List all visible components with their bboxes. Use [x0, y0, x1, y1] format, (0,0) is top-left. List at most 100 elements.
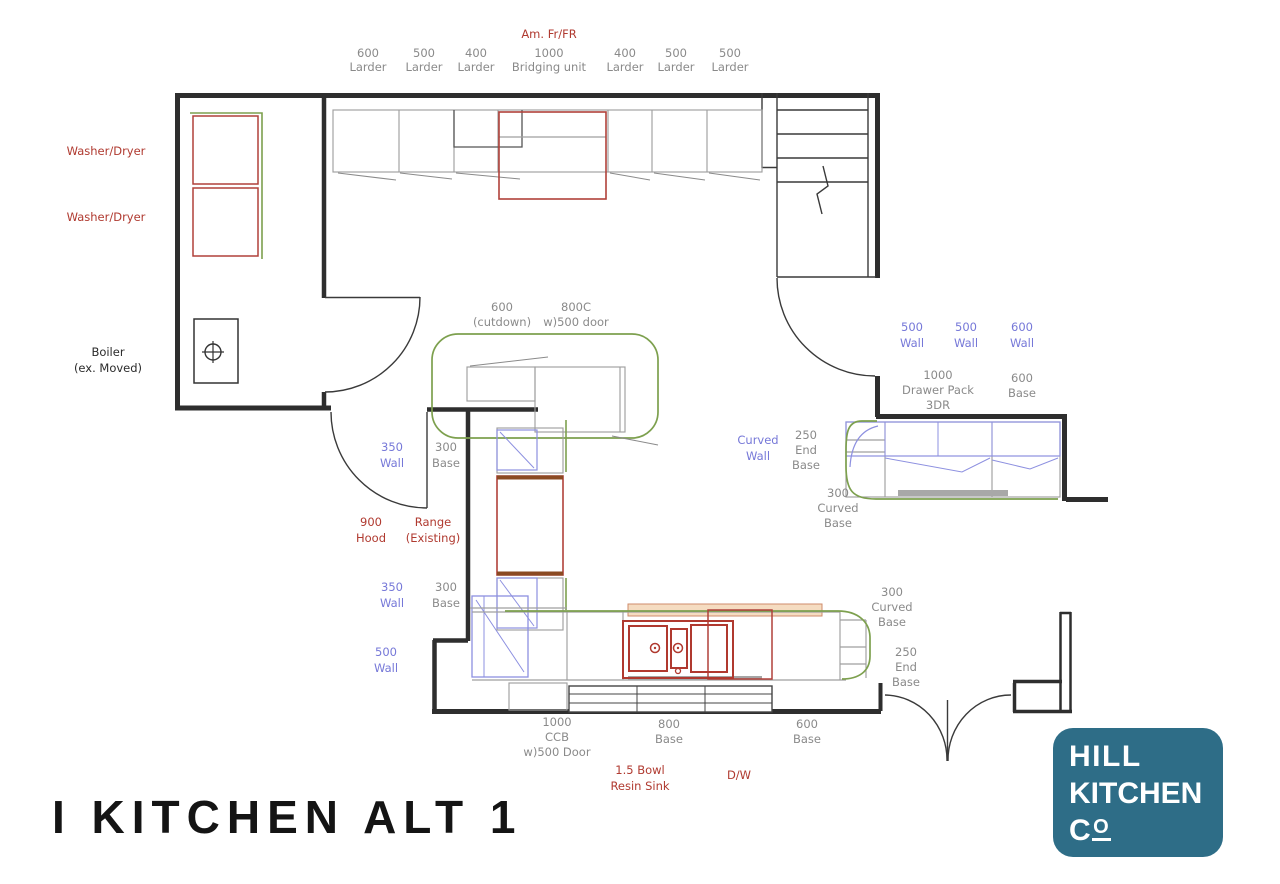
- boiler-box: [193, 318, 239, 384]
- staircase: [761, 93, 876, 278]
- top-larder-run: [332, 109, 763, 200]
- label-curved-wall-2: Wall: [746, 449, 770, 463]
- label-250-end-base-r3: Base: [792, 458, 820, 472]
- label-800c-2: w)500 door: [543, 315, 609, 329]
- label-300-curved-base-r2: Curved: [817, 501, 858, 515]
- label-350-wall-a2: Wall: [380, 456, 404, 470]
- label-800-base: 800: [658, 717, 680, 731]
- door-arc-stairs: [776, 277, 876, 377]
- label-drawer-pack-2: Drawer Pack: [902, 383, 974, 397]
- label-600-cutdown-2: (cutdown): [473, 315, 531, 329]
- label-600-base-b: 600: [796, 717, 818, 731]
- window: [568, 685, 773, 713]
- label-1000-ccb: 1000: [542, 715, 571, 729]
- label-unit-name: Larder: [405, 60, 442, 74]
- worktop-outline-island: [505, 610, 871, 680]
- label-sink-2: Resin Sink: [610, 779, 669, 793]
- label-unit-name: Larder: [657, 60, 694, 74]
- utility-room: [190, 112, 263, 384]
- label-unit-name: Larder: [457, 60, 494, 74]
- label-300-curved-base-i2: Curved: [871, 600, 912, 614]
- label-unit-size: 400: [465, 46, 487, 60]
- label-350-wall-a: 350: [381, 440, 403, 454]
- french-door-right: [947, 694, 1012, 762]
- label-300-base-a2: Base: [432, 456, 460, 470]
- peninsula-units: [431, 333, 659, 446]
- label-unit-size: 600: [357, 46, 379, 60]
- curved-wall-line: [849, 425, 879, 468]
- label-drawer-pack-3: 3DR: [926, 398, 950, 412]
- label-drawer-pack: 1000: [923, 368, 952, 382]
- left-run: [470, 420, 567, 678]
- ccb-front: [508, 682, 568, 711]
- label-600-base-rb: Base: [1008, 386, 1036, 400]
- label-boiler: Boiler: [91, 345, 124, 359]
- label-range-2: (Existing): [406, 531, 461, 545]
- logo-c: C: [1069, 814, 1093, 847]
- label-300-curved-base-r3: Base: [824, 516, 852, 530]
- company-logo: HILL KITCHEN CO: [1053, 728, 1223, 857]
- label-unit-size: 1000: [534, 46, 563, 60]
- walls: [175, 93, 1108, 714]
- label-500-wall-r2b: Wall: [954, 336, 978, 350]
- label-500-wall-r2: 500: [955, 320, 977, 334]
- stair-break-symbol: [816, 165, 829, 215]
- label-500-wall-r1: 500: [901, 320, 923, 334]
- logo-line-hill: HILL: [1069, 740, 1142, 773]
- label-1000-ccb-2: CCB: [545, 730, 569, 744]
- label-250-end-base-r2: End: [795, 443, 817, 457]
- label-500-wall-left2: Wall: [374, 661, 398, 675]
- island-run: [472, 603, 871, 713]
- label-unit-name: Bridging unit: [512, 60, 587, 74]
- right-room-run: [845, 420, 1061, 500]
- label-500-wall-r1b: Wall: [900, 336, 924, 350]
- wall-recess: [453, 110, 523, 148]
- range-cooker-box: [496, 475, 564, 576]
- label-300-curved-base-i3: Base: [878, 615, 906, 629]
- label-unit-size: 500: [719, 46, 741, 60]
- label-250-end-base-r: 250: [795, 428, 817, 442]
- label-600-wall-r: 600: [1011, 320, 1033, 334]
- french-door-left: [884, 694, 948, 762]
- label-dw: D/W: [727, 768, 751, 782]
- label-800-base-2: Base: [655, 732, 683, 746]
- label-600-wall-rb: Wall: [1010, 336, 1034, 350]
- label-washer-dryer-2: Washer/Dryer: [67, 210, 146, 224]
- logo-underlined-o: O: [1092, 817, 1112, 841]
- label-unit-name: Larder: [349, 60, 386, 74]
- american-fridge-freezer-box: [498, 111, 607, 200]
- label-300-base-b: 300: [435, 580, 457, 594]
- label-300-base-a: 300: [435, 440, 457, 454]
- label-curved-wall: Curved: [737, 433, 778, 447]
- label-boiler-2: (ex. Moved): [74, 361, 142, 375]
- label-250-end-base-i: 250: [895, 645, 917, 659]
- label-am-fr: Am. Fr/FR: [521, 27, 576, 41]
- label-300-curved-base-i: 300: [881, 585, 903, 599]
- label-250-end-base-i2: End: [895, 660, 917, 674]
- label-range: Range: [415, 515, 451, 529]
- label-500-wall-left: 500: [375, 645, 397, 659]
- label-unit-name: Larder: [711, 60, 748, 74]
- label-900-hood-2: Hood: [356, 531, 386, 545]
- worktop-outline: [431, 333, 659, 439]
- label-350-wall-b: 350: [381, 580, 403, 594]
- label-washer-dryer-1: Washer/Dryer: [67, 144, 146, 158]
- dishwasher-box: [707, 609, 773, 680]
- plinth: [898, 490, 1008, 496]
- label-300-curved-base-r: 300: [827, 486, 849, 500]
- label-unit-size: 500: [665, 46, 687, 60]
- label-600-cutdown: 600: [491, 300, 513, 314]
- label-unit-size: 500: [413, 46, 435, 60]
- label-600-base-b2: Base: [793, 732, 821, 746]
- logo-line-kitchen: KITCHEN: [1069, 777, 1203, 810]
- label-900-hood: 900: [360, 515, 382, 529]
- label-350-wall-b2: Wall: [380, 596, 404, 610]
- label-unit-name: Larder: [606, 60, 643, 74]
- washer-dryer-1-box: [192, 115, 259, 185]
- sink-drawing: [622, 620, 734, 679]
- label-800c: 800C: [561, 300, 591, 314]
- label-sink: 1.5 Bowl: [615, 763, 664, 777]
- wall-unit-500-box: [471, 595, 529, 678]
- page-title: I Kitchen ALT 1: [52, 791, 523, 843]
